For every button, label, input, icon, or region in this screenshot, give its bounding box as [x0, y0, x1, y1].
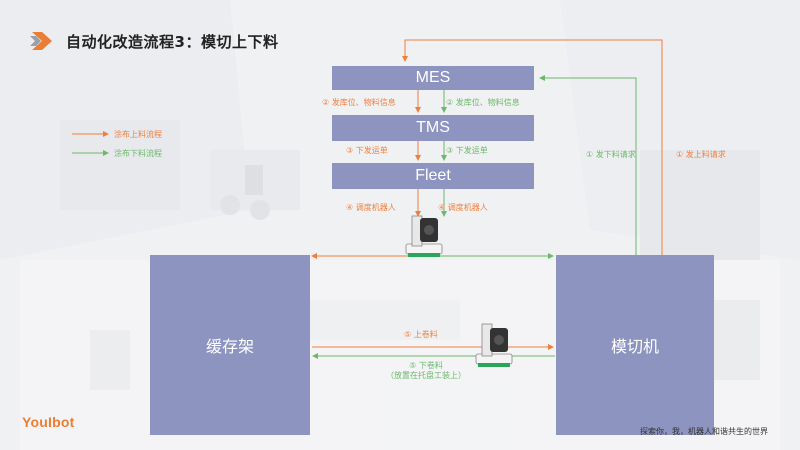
die-cutter-label: 模切机: [610, 337, 659, 356]
legend-unloading: 涂布下料流程: [114, 149, 162, 158]
page-title: 自动化改造流程3：模切上下料: [66, 32, 279, 51]
tms-node: TMS: [332, 115, 534, 141]
label-tms-fleet-orange: ③ 下发运单: [346, 146, 388, 155]
footer: 探索你，我，机器人和谐共生的世界: [634, 426, 768, 437]
amr-robot-roll-icon: [475, 323, 513, 367]
label-cutter-mes-orange: ① 发上料请求: [676, 150, 726, 159]
label-load-roll: ⑤ 上卷料: [404, 330, 438, 339]
title-row: 自动化改造流程3：模切上下料: [30, 28, 278, 54]
label-mes-tms-orange: ② 发库位、物料信息: [322, 98, 396, 107]
die-cutter-node: 模切机: [556, 255, 714, 435]
amr-robot-icon: [405, 215, 443, 257]
label-fleet-robot-orange: ④ 调度机器人: [346, 203, 396, 212]
buffer-rack-node: 缓存架: [150, 255, 310, 435]
arrow-cutter-mes-green: [539, 75, 637, 255]
label-unload-roll: ⑤ 下卷料 （放置在托盘工装上）: [376, 361, 476, 381]
label-fleet-robot-green: ④ 调度机器人: [438, 203, 488, 212]
tms-label: TMS: [416, 119, 450, 136]
footer-slogan: 探索你，我，机器人和谐共生的世界: [640, 427, 768, 436]
mes-label: MES: [415, 69, 451, 86]
label-unload-roll-line2: （放置在托盘工装上）: [386, 371, 466, 380]
legend-loading: 涂布上料流程: [114, 130, 162, 139]
arrow-cutter-mes-orange: [402, 39, 663, 255]
brand-logo: YouIbot: [22, 414, 75, 430]
label-cutter-mes-green: ① 发下料请求: [586, 150, 636, 159]
buffer-rack-label: 缓存架: [205, 337, 254, 356]
mes-node: MES: [332, 66, 534, 90]
chevron-logo-icon: [30, 32, 52, 50]
fleet-node: Fleet: [332, 163, 534, 189]
label-unload-roll-line1: ⑤ 下卷料: [409, 361, 443, 370]
label-mes-tms-green: ② 发库位、物料信息: [446, 98, 520, 107]
label-tms-fleet-green: ③ 下发运单: [446, 146, 488, 155]
fleet-label: Fleet: [415, 167, 451, 184]
